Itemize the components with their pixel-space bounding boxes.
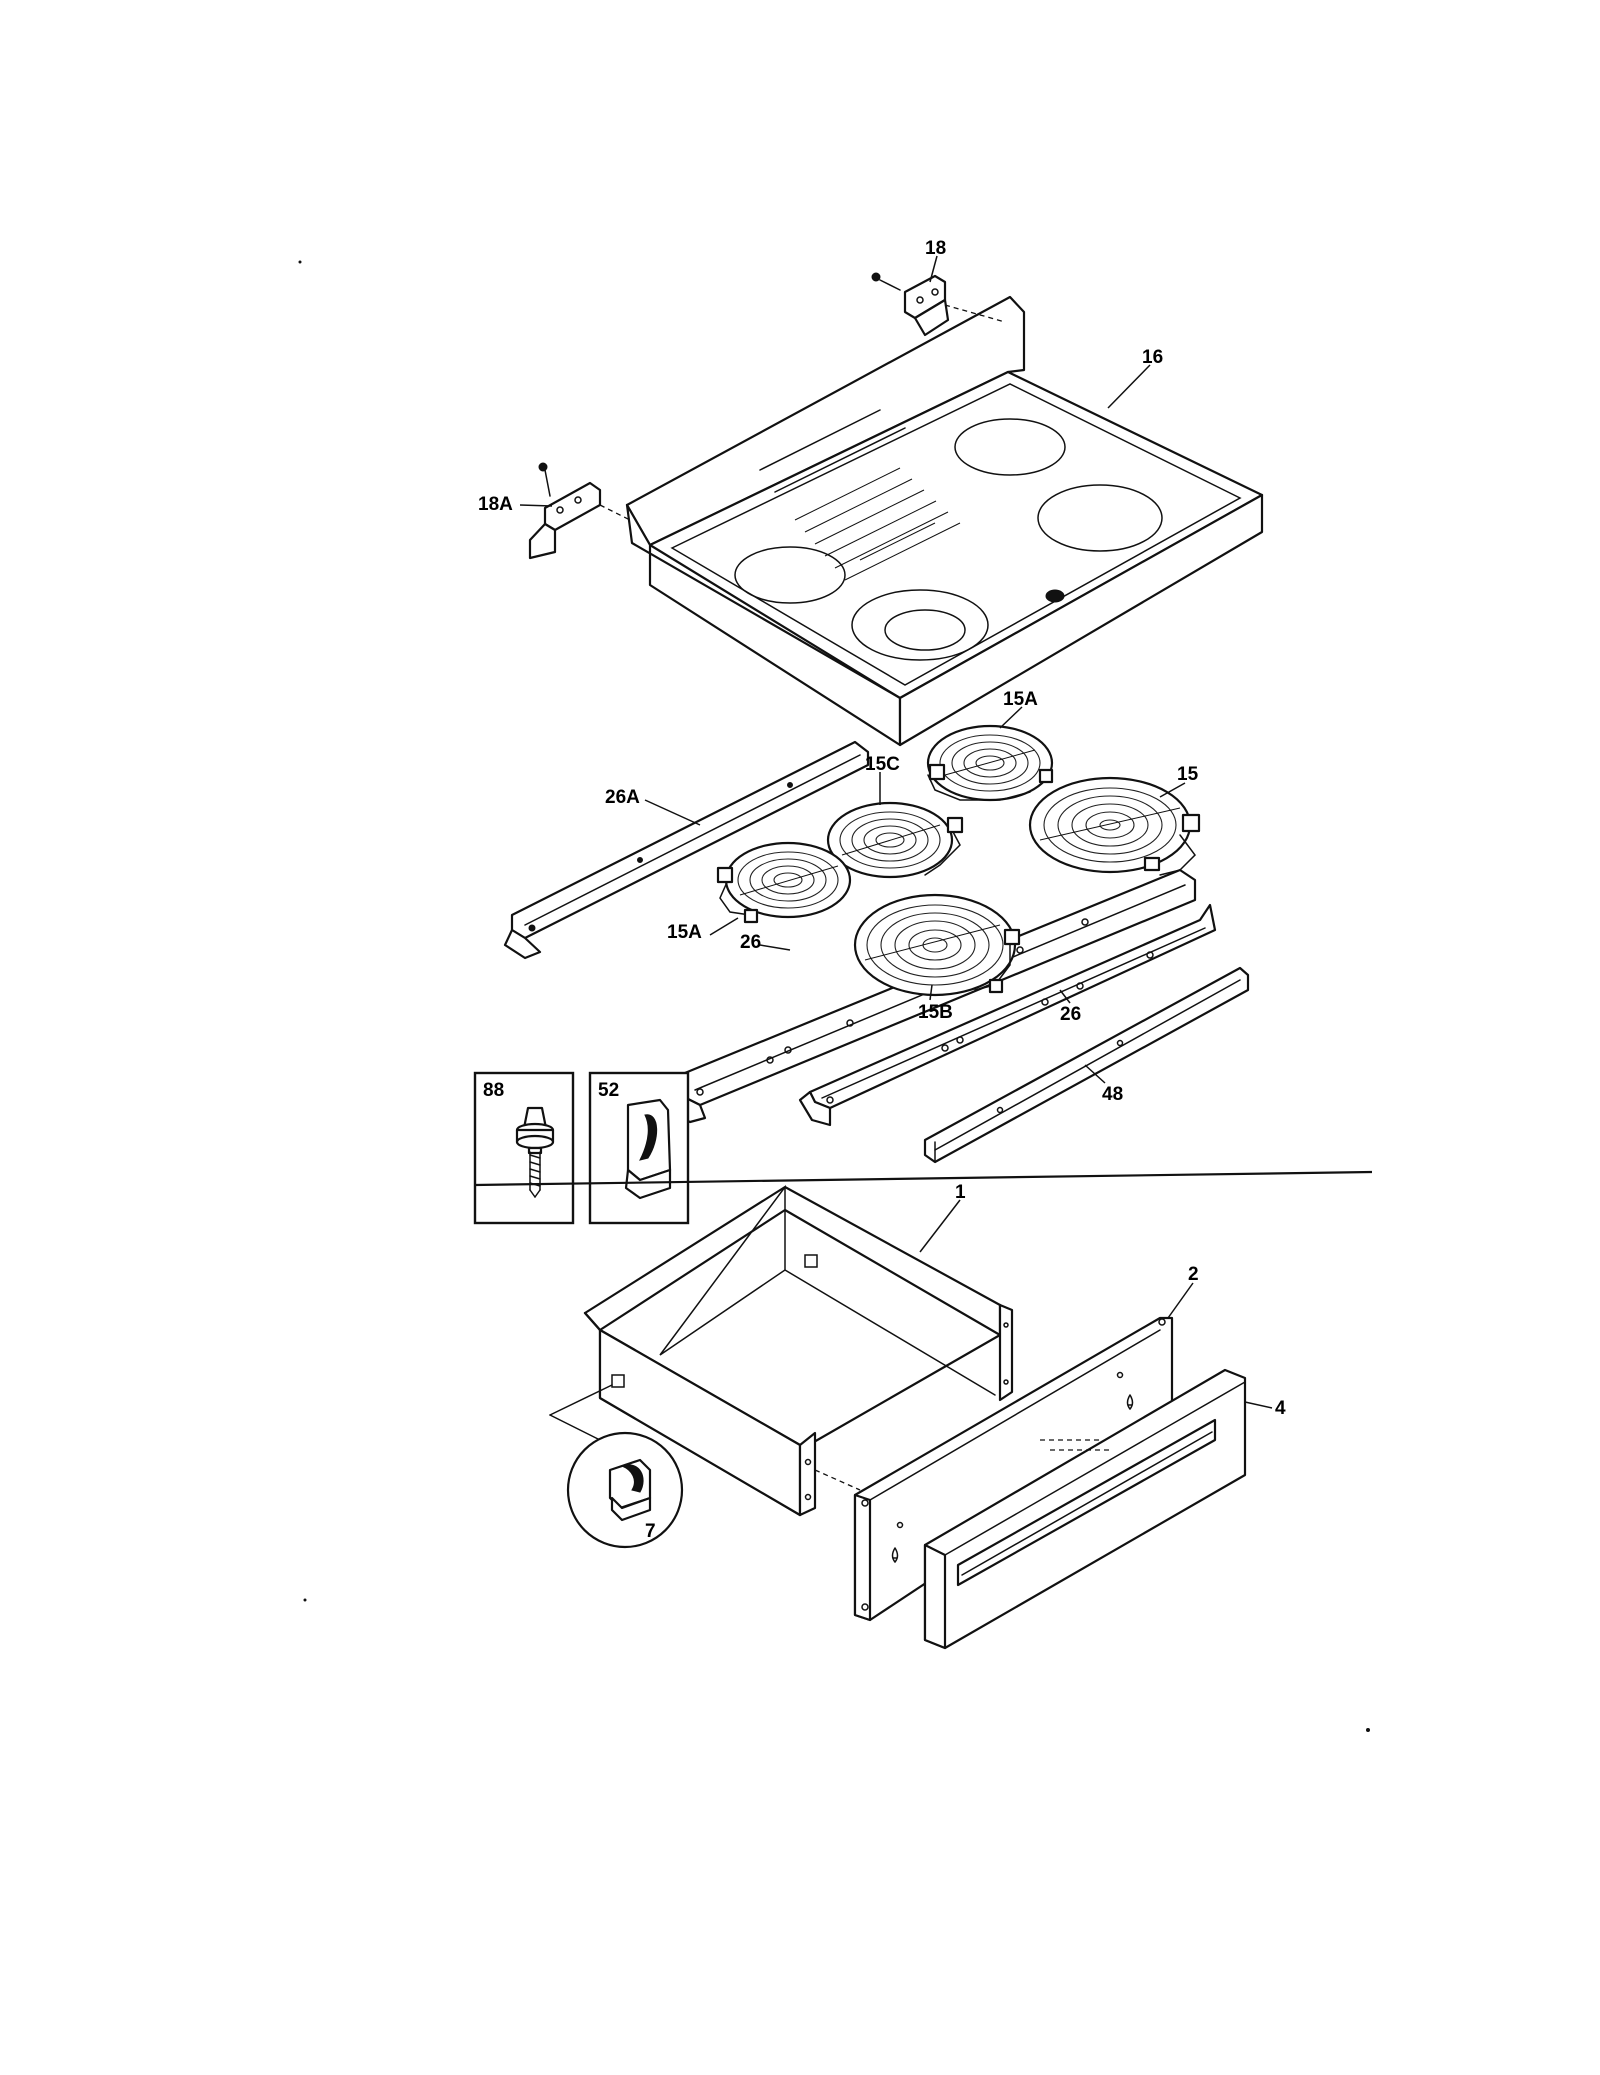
- callout-26-left: 26: [740, 932, 761, 953]
- glass-burner-right-rear: [1037, 484, 1163, 552]
- cooktop-vent-slots: [794, 467, 961, 581]
- callout-2: 2: [1188, 1264, 1199, 1285]
- leader-lines: [519, 255, 1273, 1409]
- callout-48: 48: [1102, 1084, 1123, 1105]
- section-divider-line: [474, 1170, 1373, 1187]
- leveling-leg-part-88: [515, 1106, 555, 1198]
- scan-speck: [1366, 1728, 1370, 1732]
- heating-element-part-15B: [853, 893, 1021, 997]
- callout-88: 88: [483, 1080, 504, 1101]
- glass-burner-left-front: [734, 546, 846, 604]
- callout-15C: 15C: [865, 754, 900, 775]
- bracket-part-18: [871, 272, 1006, 337]
- shield-part-48: [923, 966, 1250, 1164]
- callout-labels: 18 16 18A 15A 15C 15 26A 15A 26 15B 26 8…: [478, 238, 1286, 1542]
- inset-box-part-88: [473, 1071, 575, 1225]
- callout-18A: 18A: [478, 494, 513, 515]
- heating-element-part-15C: [826, 801, 964, 879]
- callout-7: 7: [645, 1521, 656, 1542]
- heating-element-part-15: [1028, 776, 1201, 876]
- glass-burner-center-front: [851, 589, 989, 661]
- scan-speck: [303, 1598, 307, 1602]
- support-rail-part-26A: [503, 740, 870, 960]
- callout-18: 18: [925, 238, 946, 259]
- drawer-box-part-1: [583, 1184, 1014, 1517]
- callout-15: 15: [1177, 764, 1199, 785]
- bracket-part-18A: [528, 462, 631, 560]
- callout-16: 16: [1142, 347, 1163, 368]
- callout-15A-rear: 15A: [1003, 689, 1038, 710]
- glass-burner-left-rear: [954, 418, 1066, 476]
- clip-part-52: [624, 1098, 672, 1200]
- callout-26-right: 26: [1060, 1004, 1081, 1025]
- scan-speck: [298, 260, 302, 264]
- heating-element-part-15A-front: [716, 841, 852, 924]
- callout-26A: 26A: [605, 787, 640, 808]
- support-rail-part-26-right: [798, 903, 1217, 1127]
- heating-element-part-15A-rear: [926, 724, 1054, 802]
- callout-1: 1: [955, 1182, 966, 1203]
- drawer-front-part-4: [923, 1368, 1247, 1650]
- inset-box-part-52: [588, 1071, 690, 1225]
- cooktop-part-16: [625, 295, 1264, 747]
- callout-15A-front: 15A: [667, 922, 702, 943]
- drawer-slide-clip-part-7: [608, 1458, 652, 1522]
- callout-15B: 15B: [918, 1002, 953, 1023]
- callout-52: 52: [598, 1080, 619, 1101]
- callout-4: 4: [1275, 1398, 1286, 1419]
- detail-circle-part-7: [549, 1384, 684, 1549]
